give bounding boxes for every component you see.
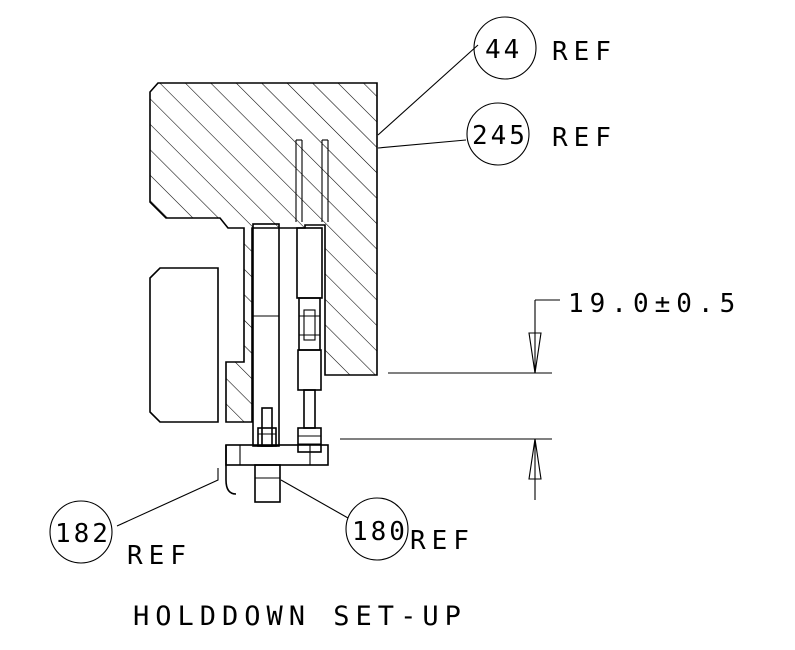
balloon-44: 44 REF <box>473 16 617 80</box>
balloon-44-number: 44 <box>485 35 522 65</box>
top-pins <box>295 139 329 222</box>
plunger-assembly <box>296 227 323 453</box>
dimension-19: 19.0±0.5 <box>340 289 741 500</box>
stud <box>254 407 281 503</box>
balloon-245-number: 245 <box>472 121 528 151</box>
hatched-block <box>149 82 378 423</box>
balloon-44-ref: REF <box>552 37 617 67</box>
balloon-180: 180 REF <box>345 497 475 561</box>
vertical-bar <box>252 223 280 447</box>
balloon-245: 245 REF <box>466 102 617 166</box>
balloon-182: 182 REF <box>49 500 192 571</box>
balloon-182-ref: REF <box>127 541 192 571</box>
balloon-182-number: 182 <box>55 519 111 549</box>
balloon-180-ref: REF <box>410 526 475 556</box>
drawing-title: HOLDDOWN SET-UP <box>133 601 467 632</box>
dimension-value: 19.0±0.5 <box>568 289 741 319</box>
balloon-180-number: 180 <box>352 517 408 547</box>
leaders <box>116 44 479 527</box>
side-pad <box>149 267 219 423</box>
balloon-245-ref: REF <box>552 123 617 153</box>
